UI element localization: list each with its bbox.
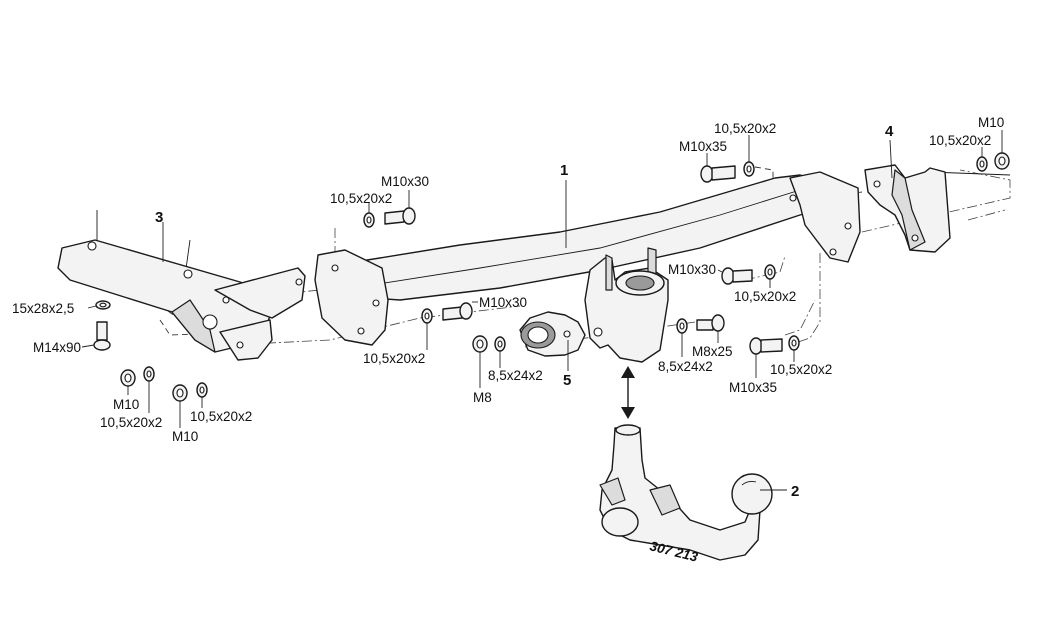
label-washer-left-a: 10,5x20x2	[100, 415, 162, 430]
label-washer-8-right: 8,5x24x2	[658, 359, 713, 374]
label-washer-15x28: 15x28x2,5	[12, 301, 74, 316]
bolt-right-low	[749, 337, 763, 355]
bolt-right-top	[700, 165, 714, 183]
bolt-m14x90	[96, 321, 108, 341]
label-washer-right-top: 10,5x20x2	[714, 121, 776, 136]
right-side-bracket-part-4	[864, 164, 951, 253]
label-nut-m10-left-a: M10	[113, 397, 139, 412]
part-numbers: 1 2 3 4 5	[155, 123, 894, 500]
label-washer-right-low: 10,5x20x2	[770, 362, 832, 377]
bolt-left-top	[384, 210, 405, 225]
label-washer-left-top: 10,5x20x2	[330, 191, 392, 206]
part-number-3: 3	[155, 209, 163, 226]
label-nut-m8: M8	[473, 390, 492, 405]
bolt-right-mid	[721, 267, 735, 285]
part-number-2: 2	[791, 483, 799, 500]
label-bolt-right-top: M10x35	[679, 139, 727, 154]
fasteners	[93, 152, 1010, 402]
cross-beam-part-1	[314, 171, 861, 363]
bolt-mid-bottom	[442, 306, 463, 321]
insertion-arrow	[621, 366, 635, 419]
label-washer-8-left: 8,5x24x2	[488, 368, 543, 383]
socket-plate-part-5	[519, 311, 586, 357]
part-number-4: 4	[885, 123, 894, 140]
label-washer-left-b: 10,5x20x2	[190, 409, 252, 424]
label-washer-mid-bottom: 10,5x20x2	[363, 351, 425, 366]
ball-coupling-part-2: 307 213	[599, 424, 773, 565]
fastener-labels: 15x28x2,5 M14x90 M10 10,5x20x2 M10 10,5x…	[12, 115, 1004, 444]
label-bolt-right-low: M10x35	[729, 380, 777, 395]
label-bolt-mid-bottom: M10x30	[479, 295, 527, 310]
bolt-m8x25	[696, 319, 714, 331]
label-washer-right-mid: 10,5x20x2	[734, 289, 796, 304]
label-bolt-m14x90: M14x90	[33, 340, 81, 355]
label-nut-m10-left-b: M10	[172, 429, 198, 444]
label-bolt-m8x25: M8x25	[692, 344, 733, 359]
part-number-1: 1	[560, 162, 568, 179]
left-side-bracket-part-3	[57, 239, 306, 361]
label-washer-far-right: 10,5x20x2	[929, 133, 991, 148]
label-bolt-right-mid: M10x30	[668, 262, 716, 277]
leader-lines	[81, 130, 1003, 491]
label-bolt-left-top: M10x30	[381, 174, 429, 189]
part-number-5: 5	[563, 372, 571, 389]
label-nut-m10-far-right: M10	[978, 115, 1004, 130]
